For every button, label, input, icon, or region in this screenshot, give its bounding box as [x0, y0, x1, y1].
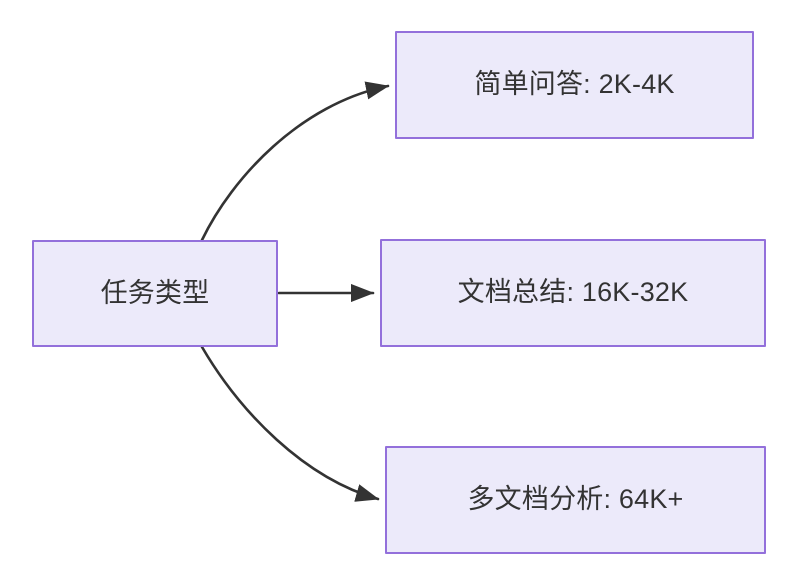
node-task-type-label: 任务类型: [100, 277, 210, 308]
node-doc-summary-label: 文档总结: 16K-32K: [457, 277, 689, 308]
node-multi-doc-label: 多文档分析: 64K+: [467, 484, 684, 515]
edge-root-to-multi-doc: [200, 345, 380, 502]
edge-root-to-simple-qa: [200, 81, 390, 242]
node-multi-doc[interactable]: 多文档分析: 64K+: [385, 446, 766, 554]
node-doc-summary[interactable]: 文档总结: 16K-32K: [380, 239, 766, 347]
node-simple-qa-label: 简单问答: 2K-4K: [474, 69, 675, 100]
node-task-type[interactable]: 任务类型: [32, 240, 278, 347]
node-simple-qa[interactable]: 简单问答: 2K-4K: [395, 31, 754, 139]
